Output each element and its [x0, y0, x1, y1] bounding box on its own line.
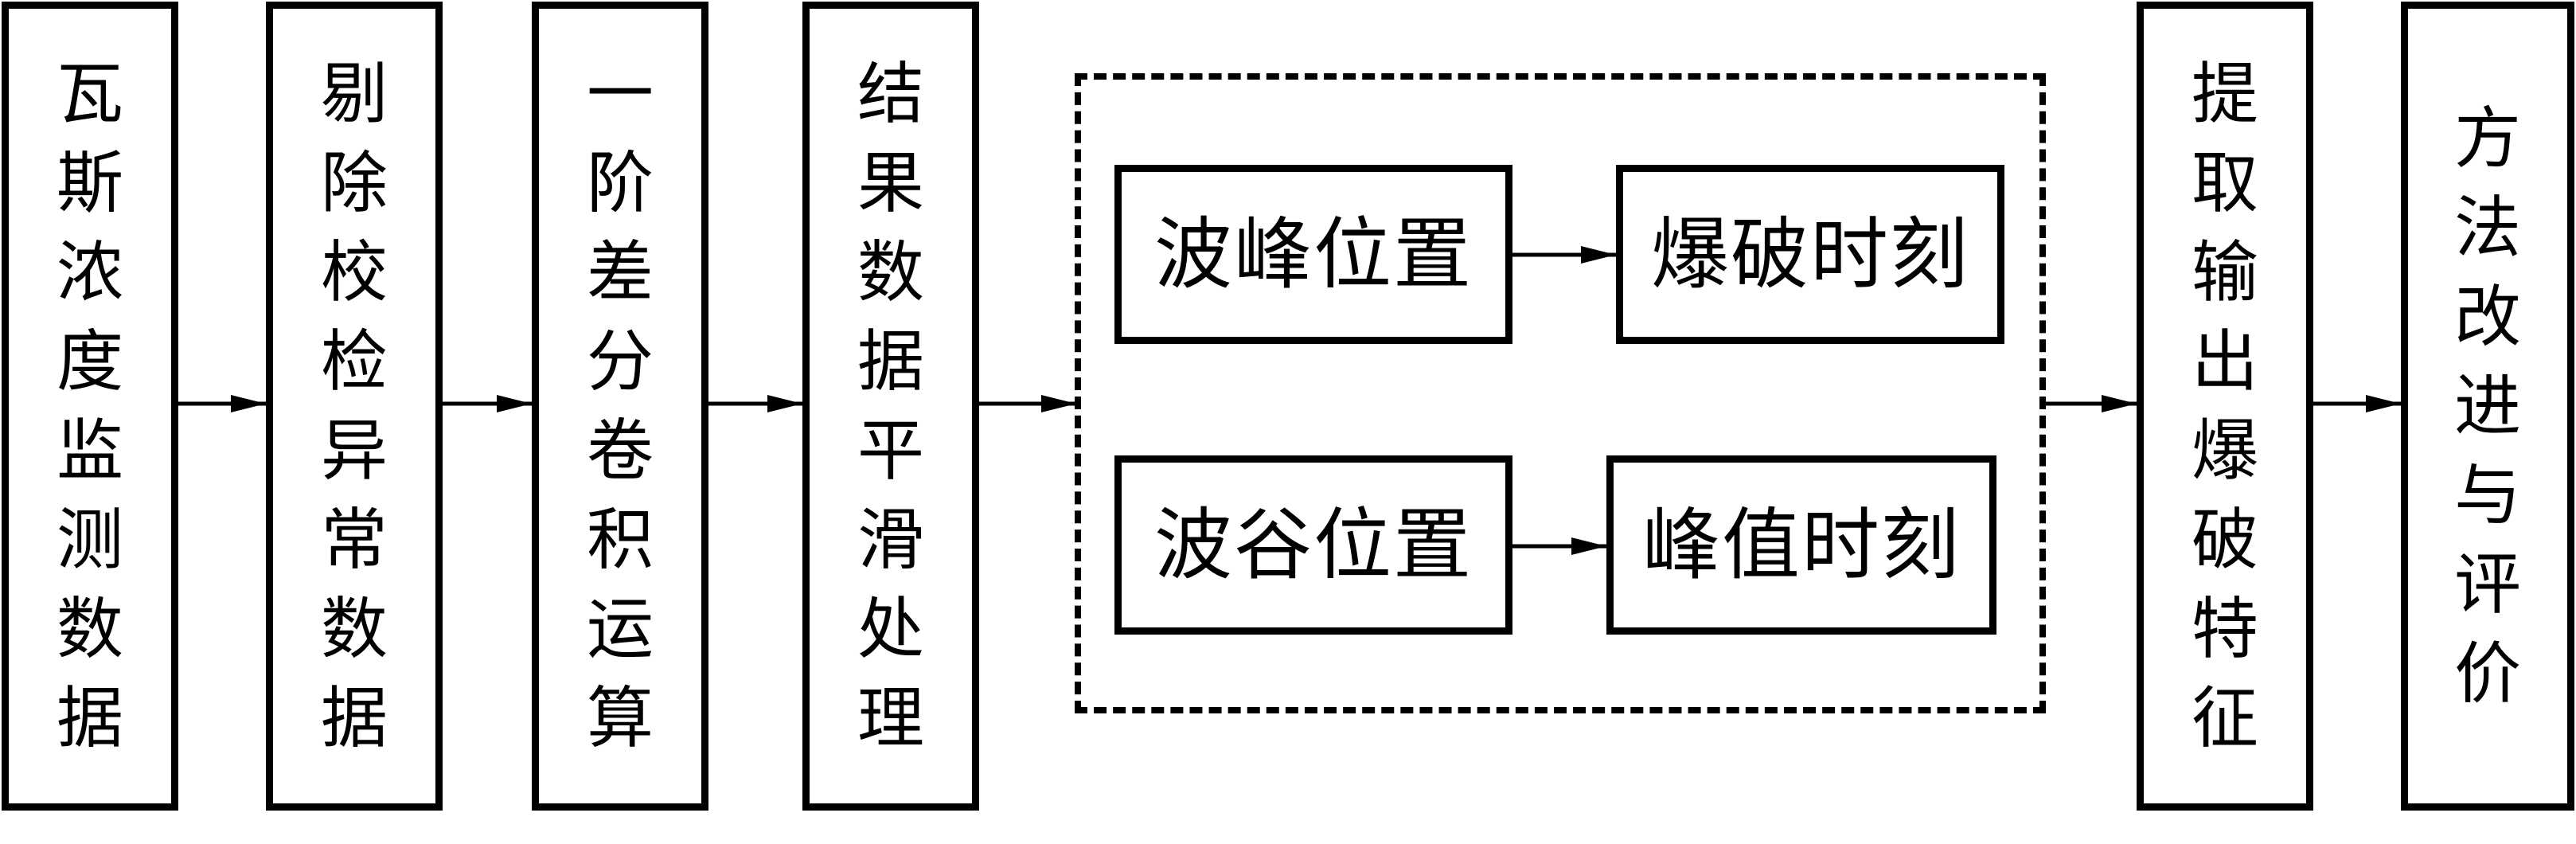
label-char: 校 — [320, 233, 388, 311]
label-char: 特 — [2191, 590, 2258, 668]
label-char: 测 — [56, 501, 123, 579]
label-char: 结 — [857, 55, 924, 133]
label-char: 运 — [586, 590, 654, 668]
step-remove-abnormal-data: 剔除校检异常数据 — [266, 2, 443, 811]
step-label: 剔除校检异常数据 — [273, 49, 435, 763]
step-label: 提取输出爆破特征 — [2144, 49, 2306, 763]
label-char: 异 — [320, 412, 388, 490]
label-char: 阶 — [586, 144, 654, 222]
label-char: 处 — [857, 590, 924, 668]
label-char: 滑 — [857, 501, 924, 579]
label-char: 法 — [2453, 189, 2521, 267]
label-char: 除 — [320, 144, 388, 222]
arrowhead-peak-to-blasting — [1581, 246, 1616, 264]
label-char: 剔 — [320, 55, 388, 133]
label-char: 与 — [2453, 456, 2521, 534]
peak-time-label: 峰值时刻 — [1641, 499, 1961, 591]
arrowhead-2-to-3 — [497, 395, 532, 412]
label-char: 常 — [320, 501, 388, 579]
label-char: 浓 — [56, 233, 123, 311]
label-char: 数 — [56, 590, 123, 668]
label-char: 方 — [2453, 100, 2521, 178]
label-char: 果 — [857, 144, 924, 222]
label-char: 平 — [857, 412, 924, 490]
step-label: 一阶差分卷积运算 — [539, 49, 701, 763]
step-extract-blasting-features: 提取输出爆破特征 — [2137, 2, 2313, 811]
label-char: 度 — [56, 322, 123, 401]
label-char: 进 — [2453, 367, 2521, 445]
label-char: 差 — [586, 233, 654, 311]
step-label: 结果数据平滑处理 — [810, 49, 972, 763]
label-char: 卷 — [586, 412, 654, 490]
label-char: 积 — [586, 501, 654, 579]
label-char: 监 — [56, 412, 123, 490]
arrowhead-1-to-2 — [231, 395, 266, 412]
label-char: 分 — [586, 322, 654, 401]
label-char: 数 — [857, 233, 924, 311]
step-label: 方法改进与评价 — [2408, 94, 2567, 718]
step-method-improvement-evaluation: 方法改进与评价 — [2401, 2, 2574, 811]
label-char: 据 — [56, 679, 123, 757]
arrowhead-3-to-4 — [767, 395, 802, 412]
feature-detection-group — [1075, 73, 2046, 713]
label-char: 一 — [586, 55, 654, 133]
label-char: 数 — [320, 590, 388, 668]
label-char: 取 — [2191, 144, 2258, 222]
label-char: 瓦 — [56, 55, 123, 133]
label-char: 理 — [857, 679, 924, 757]
label-char: 据 — [320, 679, 388, 757]
label-char: 价 — [2453, 635, 2521, 713]
arrowhead-group-to-extract — [2102, 395, 2137, 412]
blasting-time-box: 爆破时刻 — [1616, 165, 2004, 344]
label-char: 据 — [857, 322, 924, 401]
peak-position-box: 波峰位置 — [1114, 165, 1512, 344]
peak-time-box: 峰值时刻 — [1606, 455, 1996, 635]
label-char: 斯 — [56, 144, 123, 222]
valley-position-label: 波谷位置 — [1153, 499, 1473, 591]
label-char: 算 — [586, 679, 654, 757]
label-char: 输 — [2191, 233, 2258, 311]
label-char: 评 — [2453, 545, 2521, 623]
step-label: 瓦斯浓度监测数据 — [9, 49, 171, 763]
step-data-smoothing: 结果数据平滑处理 — [802, 2, 979, 811]
label-char: 检 — [320, 322, 388, 401]
step-gas-monitoring-data: 瓦斯浓度监测数据 — [2, 2, 178, 811]
label-char: 破 — [2191, 501, 2258, 579]
valley-position-box: 波谷位置 — [1114, 455, 1512, 635]
peak-position-label: 波峰位置 — [1153, 209, 1473, 300]
label-char: 改 — [2453, 278, 2521, 356]
label-char: 爆 — [2191, 412, 2258, 490]
arrowhead-valley-to-peaktime — [1571, 537, 1606, 555]
arrowhead-extract-to-improve — [2366, 395, 2401, 412]
label-char: 出 — [2191, 322, 2258, 401]
step-first-order-difference: 一阶差分卷积运算 — [532, 2, 708, 811]
blasting-time-label: 爆破时刻 — [1650, 209, 1969, 300]
label-char: 征 — [2191, 679, 2258, 757]
arrowhead-4-to-group — [1041, 395, 1076, 412]
label-char: 提 — [2191, 55, 2258, 133]
